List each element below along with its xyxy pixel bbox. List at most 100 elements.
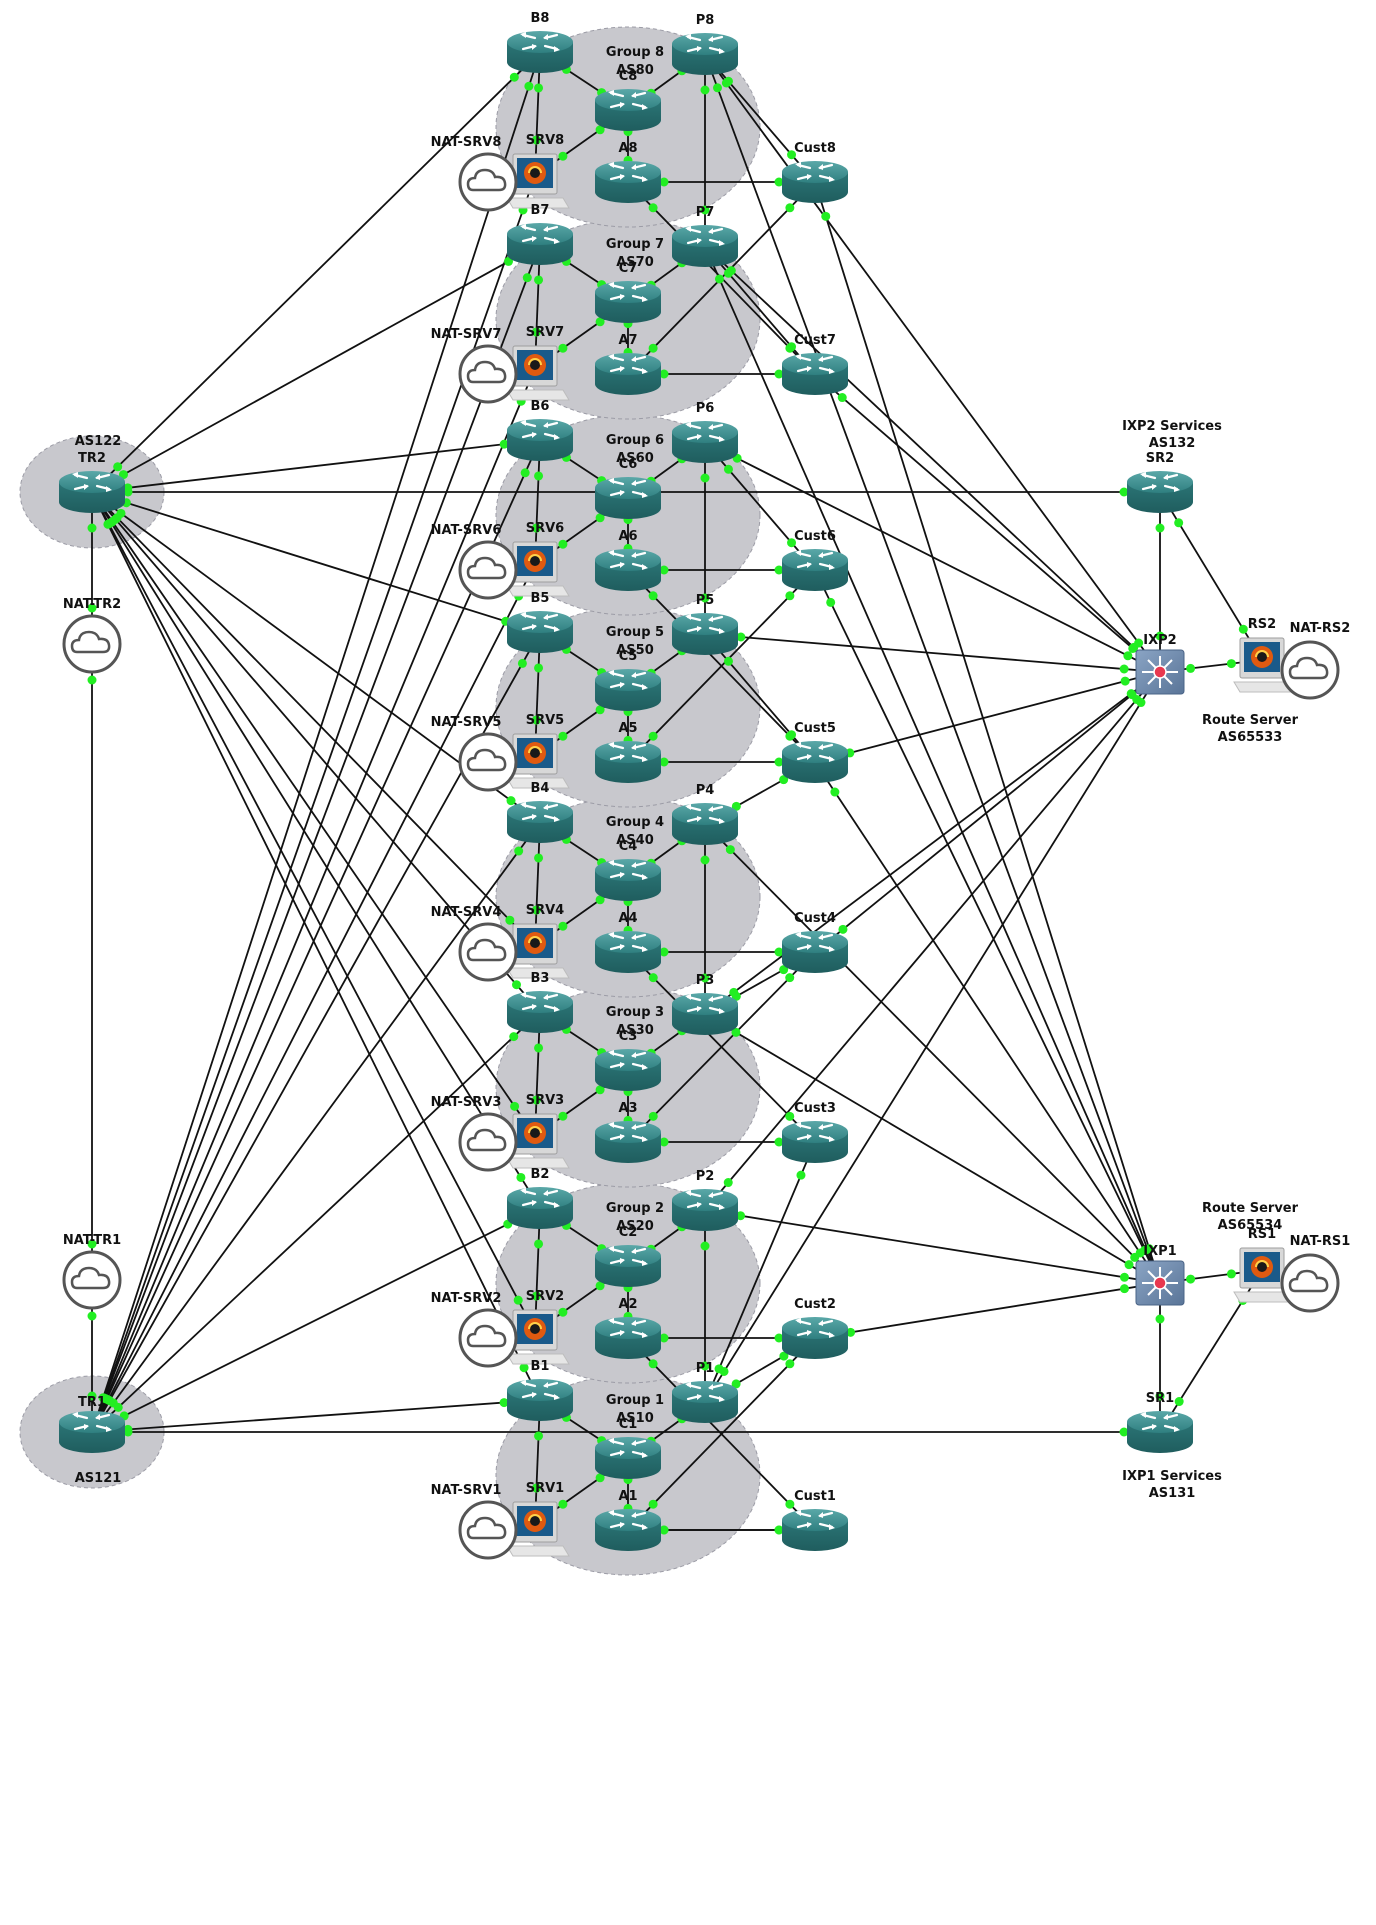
node-b7[interactable] (505, 221, 575, 267)
link-cust8-ixp1[interactable] (814, 181, 1161, 1284)
link-cust7-ixp2[interactable] (814, 373, 1161, 673)
link-cust6-ixp1[interactable] (814, 569, 1161, 1284)
node-nat-srv2[interactable] (458, 1308, 518, 1368)
link-tr2-b5[interactable] (91, 491, 541, 633)
node-cust5[interactable] (780, 739, 850, 785)
link-tr2-b8[interactable] (91, 51, 541, 493)
node-nat-rs2[interactable] (1280, 640, 1340, 700)
link-tr1-b7[interactable] (91, 243, 541, 1433)
link-cust5-ixp1[interactable] (814, 761, 1161, 1284)
node-cust1[interactable] (780, 1507, 850, 1553)
link-p8-cust8[interactable] (704, 53, 816, 183)
node-a7[interactable] (593, 351, 663, 397)
node-nat-srv1[interactable] (458, 1500, 518, 1560)
link-p1-ixp2[interactable] (704, 671, 1161, 1403)
node-tr1[interactable] (57, 1409, 127, 1455)
link-a1-cust2[interactable] (627, 1337, 816, 1531)
node-p5[interactable] (670, 611, 740, 657)
node-nat-srv8[interactable] (458, 152, 518, 212)
node-nat-srv4[interactable] (458, 922, 518, 982)
link-a5-cust6[interactable] (627, 569, 816, 763)
node-nat-tr2[interactable] (62, 614, 122, 674)
link-p3-ixp2[interactable] (704, 671, 1161, 1015)
link-p5-cust5[interactable] (704, 633, 816, 763)
node-p1[interactable] (670, 1379, 740, 1425)
node-ixp1[interactable] (1135, 1260, 1185, 1306)
link-p7-ixp1[interactable] (704, 245, 1161, 1284)
node-cust4[interactable] (780, 929, 850, 975)
link-p8-ixp2[interactable] (704, 53, 1161, 673)
link-tr2-srv2[interactable] (91, 491, 536, 1333)
node-b6[interactable] (505, 417, 575, 463)
node-c1[interactable] (593, 1435, 663, 1481)
link-tr2-b1[interactable] (91, 491, 541, 1401)
node-b8[interactable] (505, 29, 575, 75)
node-p8[interactable] (670, 31, 740, 77)
link-tr1-b8[interactable] (91, 51, 541, 1433)
node-cust2[interactable] (780, 1315, 850, 1361)
node-a5[interactable] (593, 739, 663, 785)
node-sr2[interactable] (1125, 469, 1195, 515)
link-tr1-b6[interactable] (91, 439, 541, 1433)
node-c4[interactable] (593, 857, 663, 903)
node-nat-tr1[interactable] (62, 1250, 122, 1310)
node-c6[interactable] (593, 475, 663, 521)
node-a3[interactable] (593, 1119, 663, 1165)
node-nat-srv3[interactable] (458, 1112, 518, 1172)
node-nat-srv5[interactable] (458, 732, 518, 792)
node-p7[interactable] (670, 223, 740, 269)
node-p4[interactable] (670, 801, 740, 847)
node-p3[interactable] (670, 991, 740, 1037)
node-a4[interactable] (593, 929, 663, 975)
link-a3-cust4[interactable] (627, 951, 816, 1143)
link-p2-ixp1[interactable] (704, 1209, 1161, 1284)
link-p5-ixp2[interactable] (704, 633, 1161, 673)
link-p6-ixp2[interactable] (704, 441, 1161, 673)
link-tr2-srv3[interactable] (91, 491, 536, 1137)
link-tr1-srv6[interactable] (91, 563, 536, 1433)
link-p6-cust6[interactable] (704, 441, 816, 571)
node-sr1[interactable] (1125, 1409, 1195, 1455)
link-p7-ixp2[interactable] (704, 245, 1161, 673)
link-tr1-b2[interactable] (91, 1207, 541, 1433)
link-tr2-b2[interactable] (91, 491, 541, 1209)
link-tr1-srv7[interactable] (91, 367, 536, 1433)
link-cust3-p1[interactable] (704, 1141, 816, 1403)
node-cust6[interactable] (780, 547, 850, 593)
link-p3-ixp1[interactable] (704, 1013, 1161, 1284)
node-a8[interactable] (593, 159, 663, 205)
node-c3[interactable] (593, 1047, 663, 1093)
node-nat-rs1[interactable] (1280, 1253, 1340, 1313)
link-tr1-b3[interactable] (91, 1011, 541, 1433)
node-nat-srv7[interactable] (458, 344, 518, 404)
node-c8[interactable] (593, 87, 663, 133)
link-tr1-b4[interactable] (91, 821, 541, 1433)
link-p4-ixp1[interactable] (704, 823, 1161, 1284)
node-p6[interactable] (670, 419, 740, 465)
link-cust2-ixp1[interactable] (814, 1282, 1161, 1339)
node-b5[interactable] (505, 609, 575, 655)
node-tr2[interactable] (57, 469, 127, 515)
link-tr2-b6[interactable] (91, 439, 541, 493)
node-c7[interactable] (593, 279, 663, 325)
node-p2[interactable] (670, 1187, 740, 1233)
node-a1[interactable] (593, 1507, 663, 1553)
node-cust7[interactable] (780, 351, 850, 397)
node-a2[interactable] (593, 1315, 663, 1361)
link-cust4-ixp2[interactable] (814, 671, 1161, 953)
link-tr2-b3[interactable] (91, 491, 541, 1013)
node-cust3[interactable] (780, 1119, 850, 1165)
node-c5[interactable] (593, 667, 663, 713)
node-b1[interactable] (505, 1377, 575, 1423)
link-cust5-ixp2[interactable] (814, 671, 1161, 763)
link-p7-cust7[interactable] (704, 245, 816, 375)
node-a6[interactable] (593, 547, 663, 593)
link-p2-ixp2[interactable] (704, 671, 1161, 1211)
link-tr1-b1[interactable] (91, 1399, 541, 1433)
node-b4[interactable] (505, 799, 575, 845)
link-tr2-b7[interactable] (91, 243, 541, 493)
node-c2[interactable] (593, 1243, 663, 1289)
node-ixp2[interactable] (1135, 649, 1185, 695)
node-b3[interactable] (505, 989, 575, 1035)
link-tr2-srv4[interactable] (91, 491, 536, 947)
